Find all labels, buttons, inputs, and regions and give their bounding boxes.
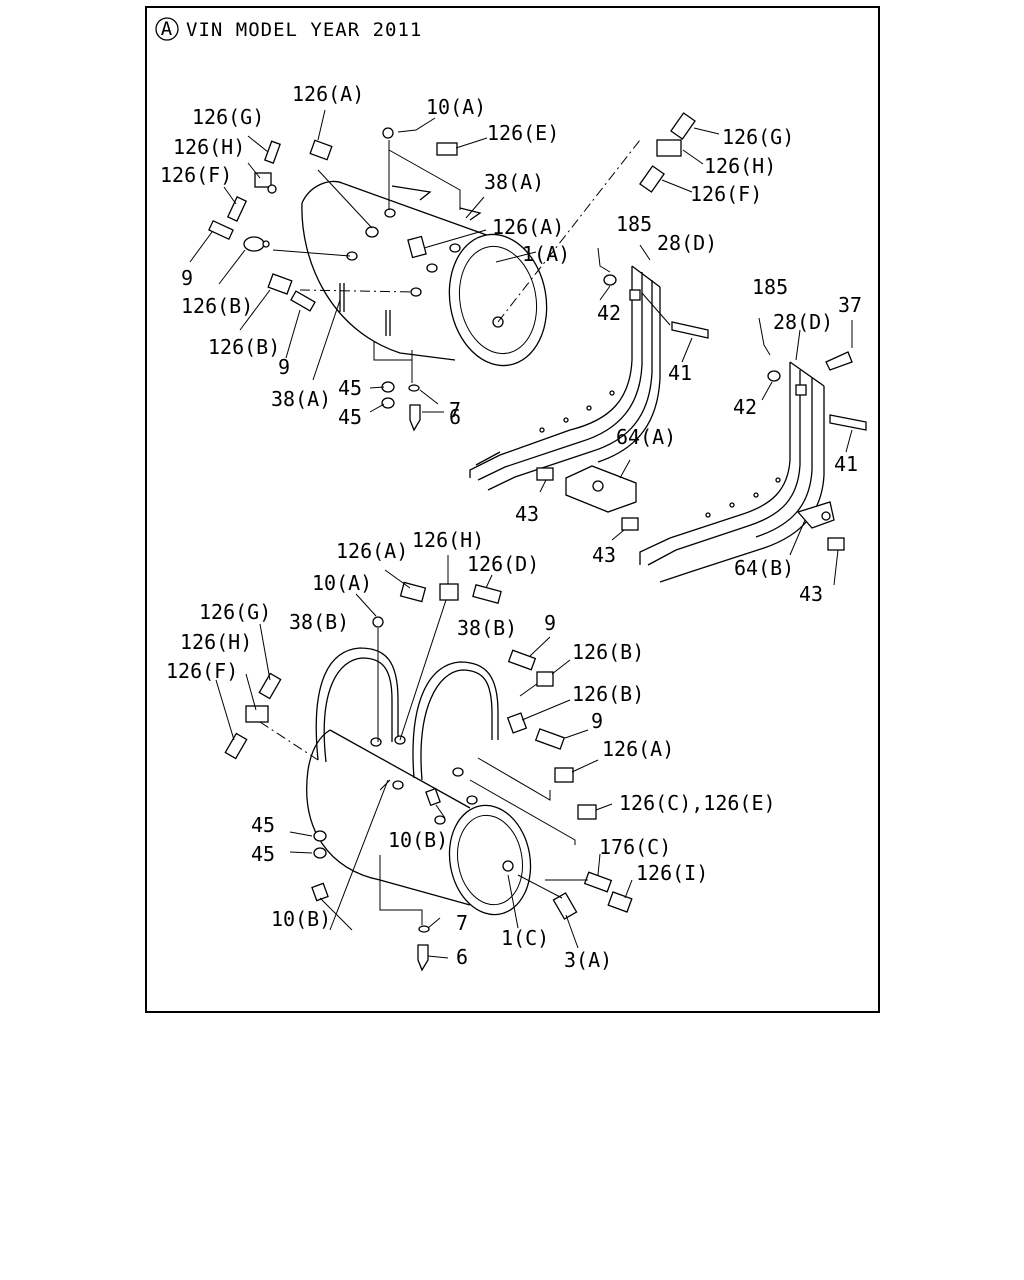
diagram-frame <box>145 6 880 1013</box>
label-3a: 3(A) <box>564 948 612 972</box>
label-126b: 126(B) <box>181 294 253 318</box>
label-126a: 126(A) <box>492 215 564 239</box>
label-126a: 126(A) <box>292 82 364 106</box>
label-126a: 126(A) <box>336 539 408 563</box>
top-left-fittings <box>189 109 537 432</box>
label-37: 37 <box>838 293 862 317</box>
header: A VIN MODEL YEAR 2011 <box>155 17 422 41</box>
label-42: 42 <box>733 395 757 419</box>
label-126b: 126(B) <box>208 335 280 359</box>
label-10b: 10(B) <box>388 828 448 852</box>
label-45: 45 <box>338 405 362 429</box>
top-tank-assembly <box>189 109 867 586</box>
header-title: VIN MODEL YEAR 2011 <box>186 19 422 41</box>
label-10a: 10(A) <box>426 95 486 119</box>
label-38a: 38(A) <box>271 387 331 411</box>
label-9: 9 <box>181 266 193 290</box>
label-45: 45 <box>251 842 275 866</box>
label-28d: 28(D) <box>657 231 717 255</box>
label-126g: 126(G) <box>199 600 271 624</box>
header-circle-marker <box>155 17 179 41</box>
label-1c: 1(C) <box>501 926 549 950</box>
label-41: 41 <box>834 452 858 476</box>
label-126h: 126(H) <box>180 630 252 654</box>
label-9: 9 <box>544 611 556 635</box>
label-9: 9 <box>591 709 603 733</box>
label-10a: 10(A) <box>312 571 372 595</box>
label-126g: 126(G) <box>192 105 264 129</box>
label-64b: 64(B) <box>734 556 794 580</box>
label-176c: 176(C) <box>599 835 671 859</box>
label-42: 42 <box>597 301 621 325</box>
label-126h: 126(H) <box>704 154 776 178</box>
label-38b: 38(B) <box>289 610 349 634</box>
bracket-28d-left <box>469 244 709 541</box>
label-43: 43 <box>799 582 823 606</box>
label-126e: 126(E) <box>487 121 559 145</box>
label-126h: 126(H) <box>173 135 245 159</box>
label-185: 185 <box>752 275 788 299</box>
label-126b: 126(B) <box>572 682 644 706</box>
label-126b: 126(B) <box>572 640 644 664</box>
label-126g: 126(G) <box>722 125 794 149</box>
label-126f: 126(F) <box>160 163 232 187</box>
air-tank-1a <box>272 140 548 383</box>
label-126h: 126(H) <box>412 528 484 552</box>
label-126c-126e: 126(C),126(E) <box>619 791 776 815</box>
label-9: 9 <box>278 355 290 379</box>
label-7: 7 <box>456 911 468 935</box>
label-64a: 64(A) <box>616 425 676 449</box>
label-43: 43 <box>515 502 539 526</box>
air-tank-1c <box>259 599 576 925</box>
top-right-fittings <box>497 112 720 323</box>
labels-bottom: 126(A) 126(H) 126(D) 10(A) 126(G) 38(B) … <box>166 528 776 972</box>
label-126f: 126(F) <box>166 659 238 683</box>
label-126f: 126(F) <box>690 182 762 206</box>
label-126a: 126(A) <box>602 737 674 761</box>
header-circle-letter: A <box>161 18 173 40</box>
label-38b: 38(B) <box>457 616 517 640</box>
label-6: 6 <box>456 945 468 969</box>
label-1a: 1(A) <box>522 242 570 266</box>
bracket-28d-right <box>639 317 867 586</box>
label-45: 45 <box>251 813 275 837</box>
label-185: 185 <box>616 212 652 236</box>
label-28d: 28(D) <box>773 310 833 334</box>
bottom-fittings <box>215 555 633 972</box>
label-126d: 126(D) <box>467 552 539 576</box>
label-10b: 10(B) <box>271 907 331 931</box>
label-7: 7 <box>449 398 461 422</box>
label-38a: 38(A) <box>484 170 544 194</box>
bottom-tank-assembly <box>215 555 633 972</box>
label-6: 6 <box>449 405 461 429</box>
label-45: 45 <box>338 376 362 400</box>
label-41: 41 <box>668 361 692 385</box>
label-126i: 126(I) <box>636 861 708 885</box>
labels-top: 126(A) 10(A) 126(E) 126(G) 126(H) 126(F)… <box>160 82 862 606</box>
label-43: 43 <box>592 543 616 567</box>
